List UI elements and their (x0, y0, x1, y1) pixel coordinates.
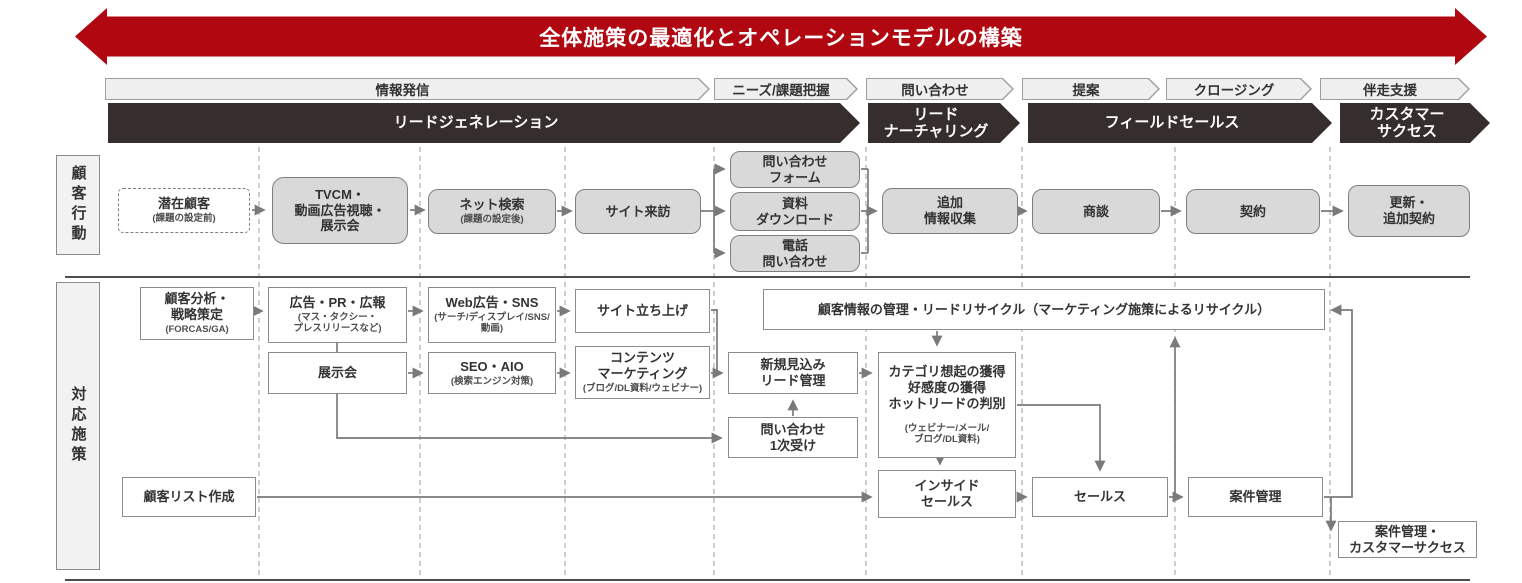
chevron-fill (106, 79, 708, 99)
node-sublabel: (課題の設定後) (460, 214, 524, 226)
stage-lead-generation: リードジェネレーション (108, 103, 860, 143)
chevron-fill (1023, 79, 1158, 99)
node-document-download: 資料 ダウンロード (730, 192, 860, 231)
phase-label: クロージング (1193, 83, 1275, 98)
node-label: 案件管理・ カスタマーサクセス (1349, 523, 1466, 555)
node-label: 追加 情報収集 (923, 195, 976, 226)
node-renewal-contract: 更新・ 追加契約 (1348, 185, 1470, 237)
node-additional-info: 追加 情報収集 (882, 188, 1018, 234)
node-case-management: 案件管理 (1188, 477, 1323, 517)
chevron-fill (1167, 79, 1310, 99)
node-sublabel: (ブログ/DL資料/ウェビナー) (582, 383, 703, 395)
node-label: 広告・PR・広報 (289, 295, 386, 311)
phase-information: 情報発信 (105, 78, 710, 100)
node-label: 資料 ダウンロード (755, 195, 834, 227)
phase-inquiry: 問い合わせ (866, 78, 1014, 100)
stage-field-sales: フィールドセールス (1028, 103, 1332, 143)
node-category-recall: カテゴリ想起の獲得 好感度の獲得 ホットリードの判別 (ウェビナー/メール/ ブ… (878, 352, 1016, 458)
node-phone-inquiry: 電話 問い合わせ (730, 235, 860, 272)
node-sublabel: (検索エンジン対策) (450, 375, 534, 387)
node-inquiry-first-response: 問い合わせ 1次受け (728, 417, 858, 458)
node-label: 問い合わせ フォーム (762, 153, 828, 185)
node-web-ads-sns: Web広告・SNS (サーチ/ディスプレイ/SNS/ 動画) (428, 287, 556, 343)
node-label: 案件管理 (1229, 489, 1282, 505)
node-sublabel: (マス・タクシー・ プレスリリースなど) (293, 312, 382, 335)
optimization-banner: 全体施策の最適化とオペレーションモデルの構築 (75, 8, 1487, 65)
node-label: 更新・ 追加契約 (1382, 195, 1435, 226)
section-label-customer-behavior: 顧客行動 (56, 155, 100, 255)
node-label: カテゴリ想起の獲得 好感度の獲得 ホットリードの判別 (888, 364, 1006, 412)
node-lead-recycle: 顧客情報の管理・リードリサイクル（マーケティング施策によるリサイクル） (763, 289, 1325, 330)
phase-label: ニーズ/課題把握 (732, 83, 830, 98)
node-inquiry-form: 問い合わせ フォーム (730, 151, 860, 188)
phase-closing: クロージング (1166, 78, 1312, 100)
node-label: 電話 問い合わせ (762, 237, 828, 269)
node-web-search: ネット検索 (課題の設定後) (428, 189, 556, 234)
node-label: 顧客情報の管理・リードリサイクル（マーケティング施策によるリサイクル） (817, 301, 1271, 317)
node-inside-sales: インサイド セールス (878, 470, 1016, 518)
phase-label: 問い合わせ (901, 83, 969, 98)
node-label: 問い合わせ 1次受け (760, 421, 826, 453)
node-negotiation: 商談 (1032, 189, 1160, 234)
node-label: サイト来訪 (605, 203, 671, 219)
node-label: 展示会 (317, 365, 357, 381)
node-sublabel: (FORCAS/GA) (165, 324, 229, 336)
node-label: 顧客分析・ 戦略策定 (164, 291, 230, 323)
stage-label: カスタマー サクセス (1369, 105, 1445, 140)
node-content-marketing: コンテンツ マーケティング (ブログ/DL資料/ウェビナー) (575, 346, 710, 399)
banner-title: 全体施策の最適化とオペレーションモデルの構築 (539, 26, 1023, 50)
node-label: SEO・AIO (460, 358, 524, 374)
node-tvcm-exhibition: TVCM・ 動画広告視聴・ 展示会 (272, 177, 408, 244)
node-label: 顧客リスト作成 (143, 489, 235, 505)
node-exhibition: 展示会 (268, 352, 407, 394)
chevron-fill (1321, 79, 1468, 99)
node-label: ネット検索 (459, 197, 525, 213)
section-divider (65, 276, 1470, 278)
node-label: 商談 (1082, 203, 1109, 219)
node-label: セールス (1073, 489, 1126, 505)
phase-label: 伴走支援 (1363, 83, 1417, 98)
node-label: 契約 (1239, 203, 1266, 219)
phase-proposal: 提案 (1022, 78, 1160, 100)
node-advertising-pr: 広告・PR・広報 (マス・タクシー・ プレスリリースなど) (268, 287, 407, 343)
node-label: 新規見込み リード管理 (760, 357, 826, 388)
node-label: インサイド セールス (914, 478, 980, 509)
stage-label: リードジェネレーション (393, 114, 559, 132)
node-customer-list: 顧客リスト作成 (122, 477, 256, 517)
node-label: サイト立ち上げ (596, 303, 688, 319)
stage-label: フィールドセールス (1104, 114, 1240, 132)
node-customer-analysis: 顧客分析・ 戦略策定 (FORCAS/GA) (140, 287, 254, 340)
phase-label: 提案 (1072, 83, 1100, 98)
node-sublabel: (サーチ/ディスプレイ/SNS/ 動画) (434, 312, 550, 335)
node-sublabel: (課題の設定前) (152, 213, 216, 225)
node-sublabel: (ウェビナー/メール/ ブログ/DL資料) (904, 422, 990, 446)
node-site-launch: サイト立ち上げ (575, 289, 710, 333)
node-case-management-cs: 案件管理・ カスタマーサクセス (1338, 521, 1477, 558)
stage-customer-success: カスタマー サクセス (1340, 103, 1490, 143)
node-latent-customer: 潜在顧客 (課題の設定前) (118, 188, 250, 233)
phase-needs: ニーズ/課題把握 (714, 78, 858, 100)
chevron-fill (867, 79, 1012, 99)
bottom-divider (65, 579, 1470, 581)
chevron-fill (715, 79, 856, 99)
stage-label: リード ナーチャリング (883, 105, 989, 140)
stage-lead-nurturing: リード ナーチャリング (868, 103, 1020, 143)
node-sales: セールス (1032, 477, 1168, 517)
phase-support: 伴走支援 (1320, 78, 1470, 100)
section-label-measures: 対応施策 (56, 282, 100, 570)
node-seo-aio: SEO・AIO (検索エンジン対策) (428, 352, 556, 394)
node-label: 潜在顧客 (157, 196, 210, 212)
node-label: TVCM・ 動画広告視聴・ 展示会 (294, 186, 386, 234)
phase-label: 情報発信 (375, 83, 430, 98)
node-label: コンテンツ マーケティング (597, 350, 688, 382)
node-contract: 契約 (1186, 189, 1320, 234)
node-label: Web広告・SNS (445, 295, 539, 311)
node-site-visit: サイト来訪 (575, 189, 701, 234)
node-new-lead-management: 新規見込み リード管理 (728, 352, 858, 394)
